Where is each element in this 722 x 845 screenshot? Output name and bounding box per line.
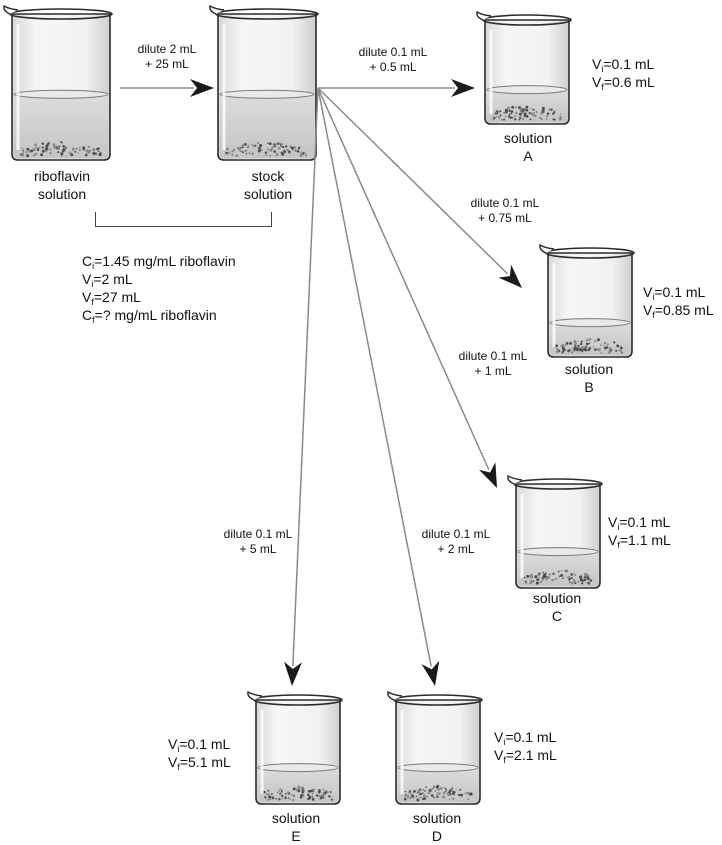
arrow-to-b <box>317 87 522 288</box>
liquid <box>257 767 339 803</box>
step-label-stock: dilute 2 mL+ 25 mL <box>137 42 197 71</box>
step-label-b: dilute 0.1 mL+ 0.75 mL <box>470 196 540 225</box>
sediment <box>225 142 308 158</box>
calc-cf: Cf=? mg/mL riboflavin <box>82 307 217 325</box>
sediment <box>554 338 623 354</box>
step-label-d: dilute 0.1 mL+ 2 mL <box>421 527 491 556</box>
beaker-e <box>247 690 343 805</box>
beaker-c <box>507 474 603 589</box>
sediment <box>403 784 473 802</box>
arrow-to-c <box>317 87 497 488</box>
sediment <box>20 140 102 158</box>
volumes-d: Vi=0.1 mL Vf=2.1 mL <box>494 729 557 765</box>
volumes-e: Vi=0.1 mL Vf=5.1 mL <box>168 736 231 772</box>
liquid <box>219 94 315 159</box>
calc-ci: Ci=1.45 mg/mL riboflavin <box>82 253 236 271</box>
sediment <box>492 105 562 121</box>
liquid <box>517 551 599 587</box>
beaker-riboflavin <box>3 4 113 161</box>
arrow-to-d <box>317 87 440 686</box>
sediment <box>523 569 593 585</box>
arrow-to-a <box>318 79 475 97</box>
sediment <box>263 785 333 802</box>
step-label-c: dilute 0.1 mL+ 1 mL <box>458 349 528 378</box>
volumes-c: Vi=0.1 mL Vf=1.1 mL <box>608 514 671 550</box>
beaker-b <box>539 243 635 358</box>
arrow-to-stock <box>120 79 214 97</box>
volumes-a: Vi=0.1 mL Vf=0.6 mL <box>592 56 655 92</box>
stock-calculation: Ci=1.45 mg/mL riboflavin Vi=2 mL Vf=27 m… <box>82 252 236 325</box>
calc-vi: Vi=2 mL <box>82 271 133 289</box>
arrow-to-e <box>284 87 319 686</box>
calc-vf: Vf=27 mL <box>82 289 141 307</box>
liquid <box>13 94 109 159</box>
beaker-stock <box>209 4 319 161</box>
step-label-a: dilute 0.1 mL+ 0.5 mL <box>358 45 428 74</box>
step-label-e: dilute 0.1 mL+ 5 mL <box>223 527 293 556</box>
volumes-b: Vi=0.1 mL Vf=0.85 mL <box>643 284 714 320</box>
beaker-d <box>387 690 483 805</box>
dilution-bracket <box>95 212 272 227</box>
beaker-a <box>476 10 572 125</box>
